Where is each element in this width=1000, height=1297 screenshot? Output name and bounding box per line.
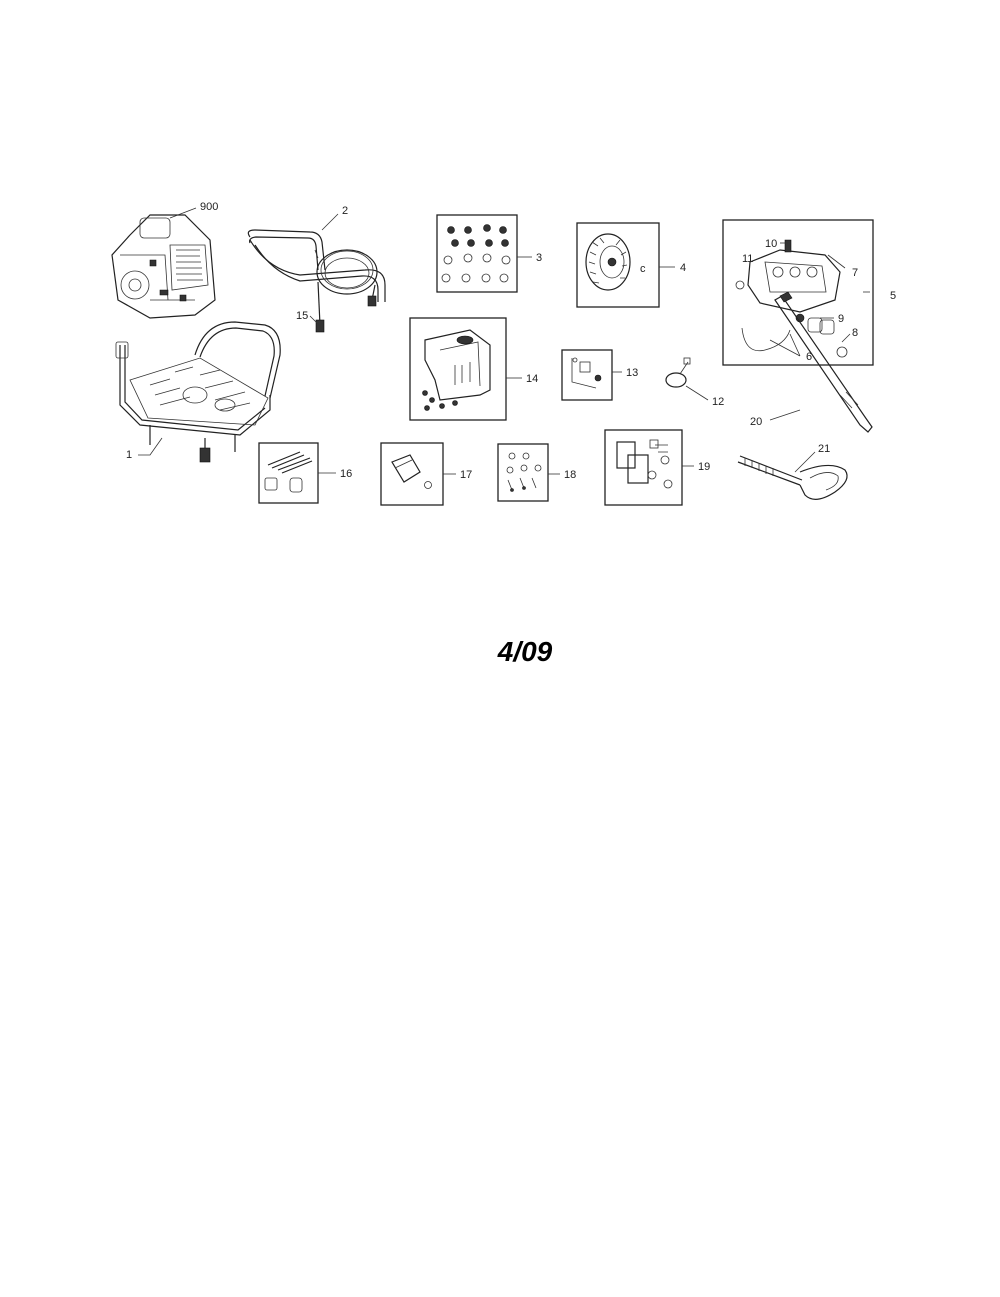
- foot-kit-drawing: [616, 439, 673, 489]
- pump-box: [722, 219, 874, 366]
- panel-kit-label: 14: [526, 373, 538, 385]
- bolt-kit-box: [258, 442, 319, 504]
- screw-kit-label: 18: [564, 469, 576, 481]
- pump-part-10-label: 10: [765, 238, 777, 250]
- screw-kit-box: [497, 443, 549, 502]
- pump-label: 5: [890, 290, 896, 302]
- frame-label: 1: [126, 449, 132, 461]
- svg-text:c: c: [640, 263, 646, 275]
- wand-label: 20: [750, 416, 762, 428]
- pump-part-7-label: 7: [852, 267, 858, 279]
- panel-kit-box: [409, 317, 507, 421]
- hose-label: 15: [296, 310, 308, 322]
- hose-drawing: [315, 249, 378, 333]
- pump-screw-label: 11: [742, 253, 753, 265]
- bracket-kit-label: 17: [460, 469, 472, 481]
- bolt-kit-label: 16: [340, 468, 352, 480]
- pump-part-6-label: 6: [806, 351, 812, 363]
- wand-drawing: [774, 291, 873, 433]
- foot-kit-label: 19: [698, 461, 710, 473]
- pump-part-8-label: 8: [852, 327, 858, 339]
- bracket-kit-box: [380, 442, 444, 506]
- frame-drawing: [115, 321, 281, 463]
- engine-label: 900: [200, 201, 218, 213]
- wheel-box: [576, 222, 660, 308]
- bracket-kit-drawing: [391, 454, 432, 489]
- engine-drawing: [111, 214, 216, 319]
- strap-drawing: [665, 357, 691, 388]
- handle-label: 2: [342, 205, 348, 217]
- fitting-kit-drawing: [571, 357, 602, 389]
- bolt-kit-drawing: [264, 451, 313, 493]
- wheel-label: 4: [680, 262, 686, 274]
- spray-gun-drawing: [737, 455, 848, 500]
- date-code: 4/09: [497, 636, 553, 667]
- fitting-kit-label: 13: [626, 367, 638, 379]
- handle-drawing: [247, 229, 386, 302]
- hardware-kit-a-parts: [441, 224, 511, 283]
- screw-kit-drawing: [506, 452, 542, 492]
- panel-kit-drawing: [422, 329, 491, 411]
- spray-gun-label: 21: [818, 443, 830, 455]
- fitting-kit-box: [561, 349, 613, 401]
- pump-part-9-label: 9: [838, 313, 844, 325]
- hardware-kit-a-label: 3: [536, 252, 542, 264]
- strap-label: 12: [712, 396, 724, 408]
- wheel-drawing: c: [585, 233, 646, 291]
